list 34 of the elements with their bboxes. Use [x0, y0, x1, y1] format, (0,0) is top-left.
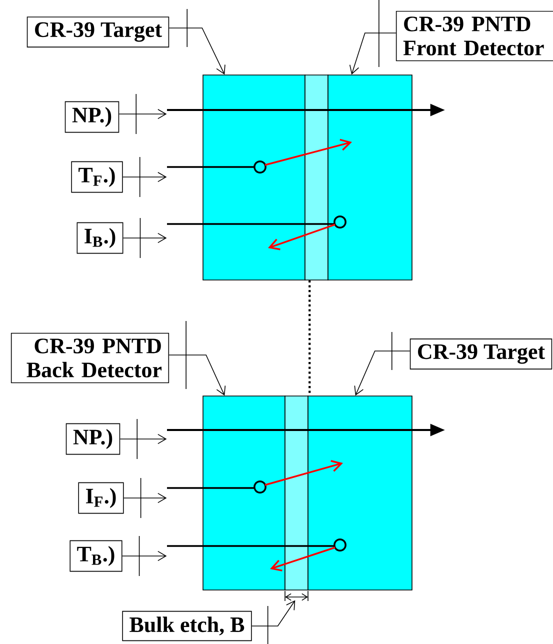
leader-line [349, 32, 396, 75]
particle-track-drawing [167, 538, 346, 572]
label-box: T$_{F}$.) [71, 161, 123, 193]
label-box: Bulk etch, B [122, 610, 252, 642]
label-box: T$_{B}$.) [70, 540, 122, 572]
target-slab [308, 396, 412, 590]
bulk-layer [304, 74, 328, 280]
leader-line [122, 172, 167, 182]
dimension-line [284, 590, 308, 602]
label-box: I$_{B}$.) [76, 222, 124, 254]
particle-track-drawing [167, 460, 343, 494]
label-box: NP.) [64, 101, 120, 133]
dotted-line [308, 280, 311, 396]
leader-line [251, 600, 296, 626]
leader-line [120, 434, 167, 444]
label-box: I$_{F}$.) [78, 482, 124, 514]
detector-slab [328, 74, 412, 280]
label-box: CR-39 PNTD Front Detector [396, 10, 553, 62]
leader-line [168, 28, 226, 75]
target-slab [202, 74, 306, 280]
leader-line [122, 550, 167, 562]
leader-line [354, 350, 410, 396]
leader-line [118, 108, 167, 120]
leader-line [122, 232, 167, 244]
particle-track-drawing [167, 216, 346, 250]
leader-line [123, 492, 167, 504]
label-box: NP.) [66, 423, 120, 455]
particle-track-drawing [167, 138, 352, 174]
label-box: CR-39 Target [410, 338, 552, 370]
detector-slab [202, 396, 286, 590]
label-box: CR-39 Target [26, 16, 170, 48]
label-box: CR-39 PNTD Back Detector [10, 332, 170, 384]
leader-line [168, 354, 226, 396]
bulk-layer [284, 396, 308, 590]
